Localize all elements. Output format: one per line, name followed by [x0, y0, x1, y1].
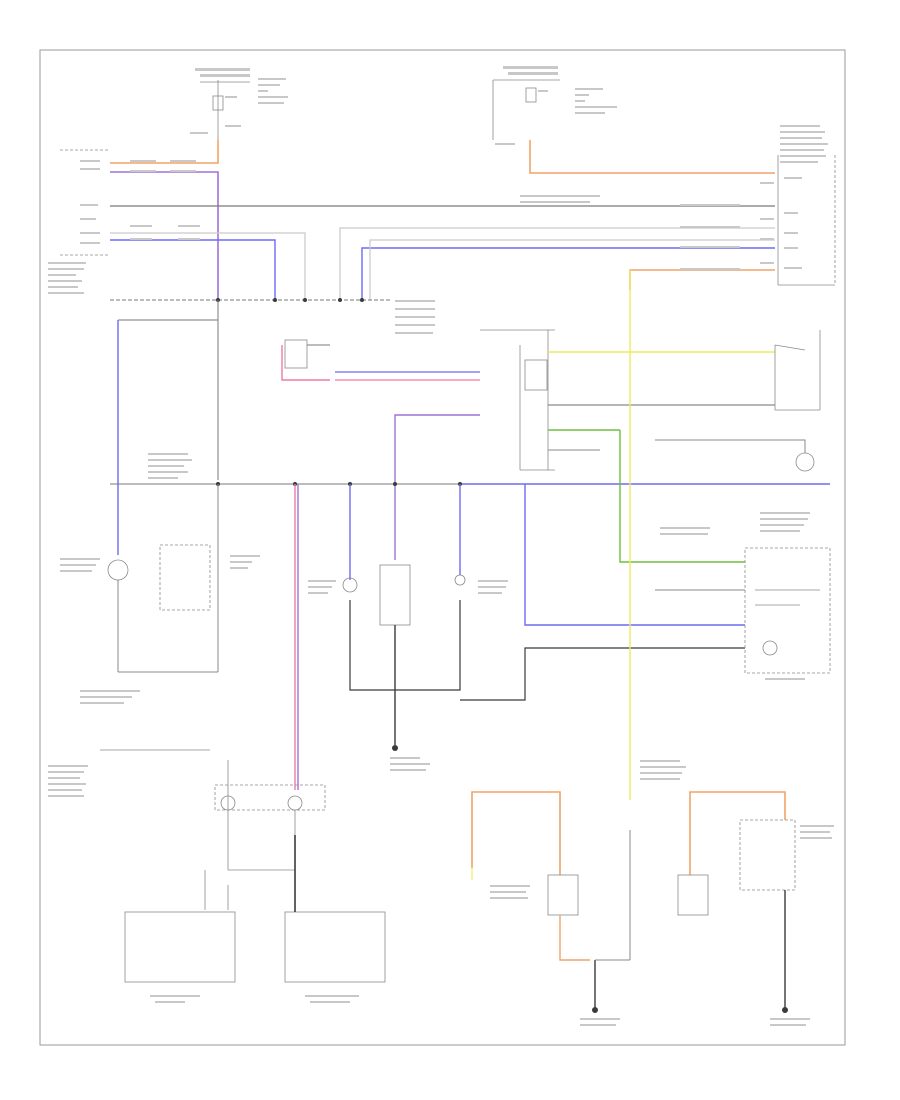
top-left-text-placeholders	[48, 160, 740, 334]
wire-purple-left	[110, 171, 219, 300]
central-switch-block	[480, 329, 555, 471]
wire-pink-relay	[281, 345, 330, 381]
wire-orange-bottom-right	[689, 791, 786, 875]
fuse-block-right	[492, 79, 560, 140]
wire-orange-bottom-center	[471, 791, 561, 875]
wire-light-right-1	[339, 227, 775, 300]
fuse-block-left-text-placeholders	[190, 68, 288, 134]
wire-blue-upper	[110, 239, 276, 300]
splice-dots-top	[216, 298, 364, 302]
wire-green-right	[619, 430, 745, 563]
fuse-block-left	[60, 80, 250, 256]
fuse-block-right-text-placeholders	[495, 66, 617, 145]
bottom-left-block	[100, 749, 386, 983]
diagram-border	[39, 49, 846, 1046]
wire-dark-right-loop	[460, 647, 745, 701]
wire-light-1	[110, 232, 306, 300]
wire-orange-ground-a	[559, 915, 590, 961]
component-circle-a	[342, 577, 358, 593]
left-relay-box	[159, 544, 211, 611]
wire-orange-top-left	[110, 140, 219, 164]
component-box-center	[379, 564, 411, 626]
mid-text-placeholders	[48, 453, 834, 1026]
right-module	[744, 547, 831, 674]
ground-symbol-a	[592, 1007, 598, 1013]
wire-blue-right	[361, 247, 775, 300]
wire-orange-top-right	[529, 140, 775, 174]
transmission-sensor	[107, 559, 129, 581]
right-switch	[774, 330, 821, 411]
right-lamp	[795, 452, 815, 472]
bottom-component-c	[739, 819, 796, 891]
bottom-component-b	[677, 874, 709, 916]
bottom-component-a	[547, 874, 579, 916]
wire-gray-right-lamp	[655, 439, 806, 453]
relay-box	[284, 339, 308, 369]
wire-orange-mid	[629, 269, 775, 290]
ground-bus-mid	[349, 600, 461, 691]
ground-symbol-mid	[392, 745, 398, 751]
wire-purple-center	[394, 414, 480, 560]
wire-blue-long-right	[524, 484, 745, 626]
ground-symbol-b	[782, 1007, 788, 1013]
right-connector-text-placeholders	[760, 125, 828, 269]
component-circle-b	[454, 574, 466, 586]
wire-light-right-2	[369, 239, 775, 300]
right-connector-block	[777, 155, 836, 286]
